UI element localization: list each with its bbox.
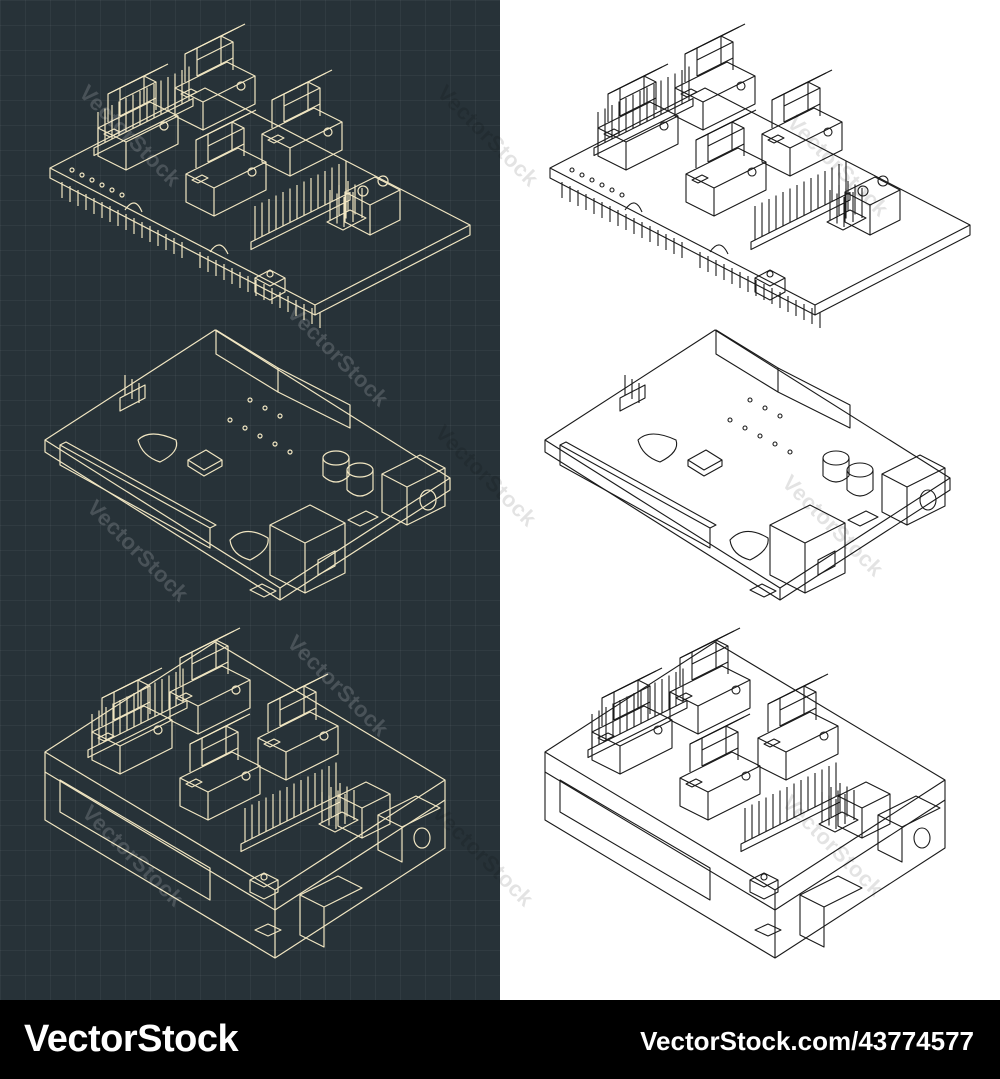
- footer-brand: VectorStock: [24, 1018, 239, 1060]
- light-arduino-board: [544, 329, 951, 601]
- light-cnc-shield: [550, 24, 970, 328]
- illustration-stage: VectorStock VectorStock VectorStock Vect…: [0, 0, 1000, 1000]
- footer-image-id: VectorStock.com/43774577: [640, 1026, 974, 1056]
- light-panel-drawings: [544, 24, 970, 958]
- dark-cnc-shield: [50, 24, 470, 328]
- dark-arduino-board: [44, 329, 451, 601]
- dark-assembled-stack: [45, 628, 445, 958]
- footer-bar: VectorStock VectorStock.com/43774577: [0, 1000, 1000, 1079]
- light-assembled-stack: [545, 628, 945, 958]
